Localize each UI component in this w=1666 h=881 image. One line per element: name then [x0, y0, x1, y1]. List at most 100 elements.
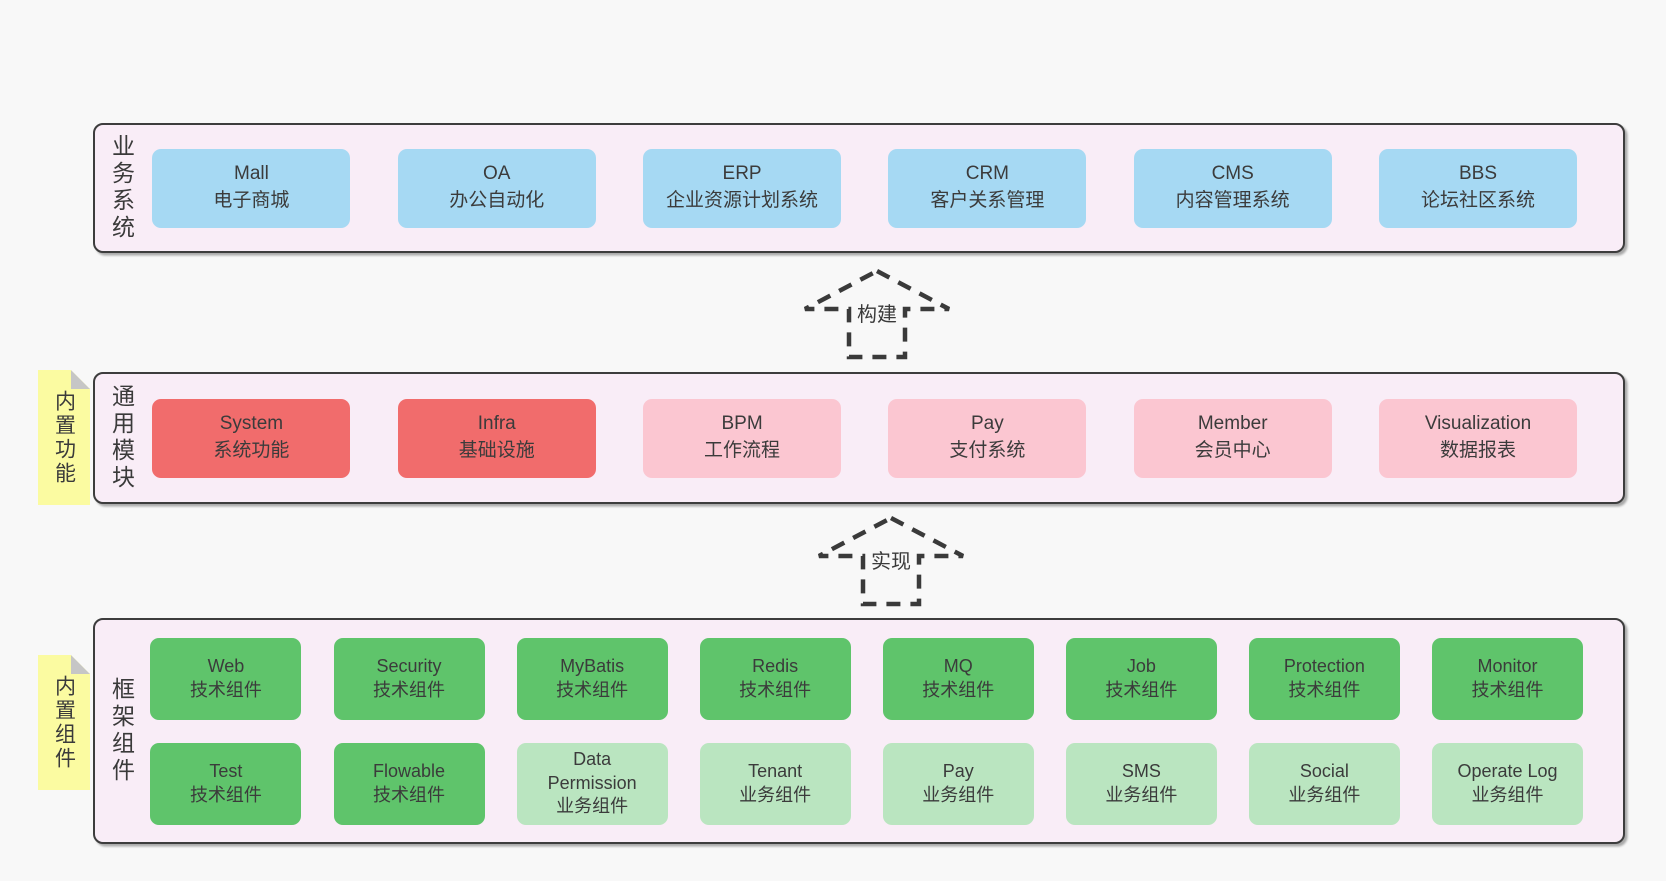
builtin-components-sticky-note: 内置组件 — [38, 655, 90, 790]
box-erp: ERP 企业资源计划系统 — [643, 148, 842, 228]
box-subtitle-zh: 系统功能 — [213, 440, 290, 461]
box-title-en: System — [219, 413, 284, 435]
box-title-en: Flowable — [372, 761, 446, 782]
sticky-note-text: 内置功能 — [52, 389, 76, 486]
box-title-en: OA — [483, 163, 511, 185]
builtin-features-sticky-note: 内置功能 — [38, 370, 90, 505]
box-tenant: Tenant 业务组件 — [699, 742, 851, 825]
box-subtitle-zh: 电子商城 — [213, 190, 290, 211]
box-mybatis: MyBatis 技术组件 — [516, 637, 668, 720]
framework-components-band: 框架组件 Web 技术组件 Security 技术组件 MyBatis 技术组件… — [93, 618, 1625, 844]
box-subtitle-zh: 技术组件 — [373, 784, 446, 805]
box-subtitle-zh: 业务组件 — [739, 784, 812, 805]
box-subtitle-zh: 支付系统 — [949, 440, 1026, 461]
box-bpm: BPM 工作流程 — [643, 398, 842, 478]
box-cms: CMS 内容管理系统 — [1133, 148, 1332, 228]
box-mall: Mall 电子商城 — [152, 148, 351, 228]
box-crm: CRM 客户关系管理 — [888, 148, 1087, 228]
box-subtitle-zh: 业务组件 — [1288, 784, 1361, 805]
box-infra: Infra 基础设施 — [397, 398, 596, 478]
box-system: System 系统功能 — [152, 398, 351, 478]
box-subtitle-zh: 技术组件 — [373, 679, 446, 700]
sticky-note-text: 内置组件 — [52, 674, 76, 771]
folded-corner-icon — [71, 370, 90, 389]
business-systems-band: 业务系统 Mall 电子商城 OA 办公自动化 ERP 企业资源计划系统 CRM… — [93, 123, 1625, 253]
build-arrow: 构建 — [797, 266, 957, 362]
implement-arrow-label: 实现 — [866, 544, 916, 575]
box-subtitle-zh: 工作流程 — [704, 440, 781, 461]
components-grid: Web 技术组件 Security 技术组件 MyBatis 技术组件 Redi… — [134, 637, 1623, 825]
common-modules-band: 通用模块 System 系统功能 Infra 基础设施 BPM 工作流程 Pay… — [93, 372, 1625, 504]
box-title-en: CMS — [1211, 163, 1254, 185]
box-title-en: Member — [1197, 413, 1268, 435]
box-title-en: Visualization — [1424, 413, 1532, 435]
box-title-en: Monitor — [1477, 656, 1538, 677]
box-sms: SMS 业务组件 — [1065, 742, 1217, 825]
box-title-en: Security — [376, 656, 442, 677]
box-subtitle-zh: 客户关系管理 — [930, 190, 1045, 211]
box-title-en: Job — [1126, 656, 1156, 677]
implement-arrow: 实现 — [811, 513, 971, 609]
box-protection: Protection 技术组件 — [1248, 637, 1400, 720]
box-title-en: Operate Log — [1457, 761, 1558, 782]
box-subtitle-zh: 技术组件 — [1105, 679, 1178, 700]
box-subtitle-zh: 会员中心 — [1194, 440, 1271, 461]
box-subtitle-zh: 技术组件 — [1471, 679, 1544, 700]
box-visualization: Visualization 数据报表 — [1379, 398, 1577, 478]
modules-box-row: System 系统功能 Infra 基础设施 BPM 工作流程 Pay 支付系统… — [134, 398, 1623, 478]
box-job: Job 技术组件 — [1065, 637, 1217, 720]
box-flowable: Flowable 技术组件 — [333, 742, 485, 825]
box-subtitle-zh: 企业资源计划系统 — [666, 190, 819, 211]
box-subtitle-zh: 论坛社区系统 — [1420, 190, 1535, 211]
box-subtitle-zh: 业务组件 — [922, 784, 995, 805]
box-pay-component: Pay 业务组件 — [882, 742, 1034, 825]
box-member: Member 会员中心 — [1133, 398, 1332, 478]
box-title-en: Test — [209, 761, 243, 782]
box-subtitle-zh: 技术组件 — [189, 784, 262, 805]
box-bbs: BBS 论坛社区系统 — [1379, 148, 1577, 228]
box-title-en: Social — [1299, 761, 1349, 782]
box-social: Social 业务组件 — [1248, 742, 1400, 825]
box-title-en: BPM — [721, 413, 763, 435]
box-security: Security 技术组件 — [333, 637, 485, 720]
box-data-permission: Data Permission 业务组件 — [516, 742, 668, 825]
box-subtitle-zh: 技术组件 — [739, 679, 812, 700]
box-pay-module: Pay 支付系统 — [888, 398, 1087, 478]
box-web: Web 技术组件 — [150, 637, 302, 720]
components-row-1: Web 技术组件 Security 技术组件 MyBatis 技术组件 Redi… — [134, 637, 1623, 720]
box-title-en: Pay — [942, 761, 974, 782]
box-title-en: Data Permission — [547, 749, 637, 793]
build-arrow-label: 构建 — [852, 297, 902, 328]
box-oa: OA 办公自动化 — [397, 148, 596, 228]
band-label-components: 框架组件 — [108, 677, 135, 785]
box-title-en: CRM — [965, 163, 1010, 185]
folded-corner-icon — [71, 655, 90, 674]
box-title-en: Mall — [234, 163, 269, 185]
box-operate-log: Operate Log 业务组件 — [1431, 742, 1583, 825]
box-subtitle-zh: 技术组件 — [922, 679, 995, 700]
box-title-en: SMS — [1121, 761, 1161, 782]
box-title-en: Redis — [752, 656, 799, 677]
box-title-en: Web — [207, 656, 245, 677]
box-subtitle-zh: 业务组件 — [1471, 784, 1544, 805]
band-label-modules: 通用模块 — [108, 384, 135, 492]
box-title-en: MQ — [943, 656, 973, 677]
box-title-en: Tenant — [748, 761, 803, 782]
box-test: Test 技术组件 — [150, 742, 302, 825]
box-subtitle-zh: 技术组件 — [189, 679, 262, 700]
box-title-en: BBS — [1458, 163, 1498, 185]
box-title-en: MyBatis — [560, 656, 625, 677]
box-subtitle-zh: 内容管理系统 — [1175, 190, 1290, 211]
box-subtitle-zh: 技术组件 — [1288, 679, 1361, 700]
box-title-en: ERP — [722, 163, 762, 185]
components-row-2: Test 技术组件 Flowable 技术组件 Data Permission … — [134, 742, 1623, 825]
box-title-en: Pay — [971, 413, 1004, 435]
box-subtitle-zh: 业务组件 — [1105, 784, 1178, 805]
band-label-business: 业务系统 — [108, 134, 135, 242]
box-subtitle-zh: 技术组件 — [556, 679, 629, 700]
box-title-en: Protection — [1283, 656, 1365, 677]
box-subtitle-zh: 办公自动化 — [449, 190, 545, 211]
box-title-en: Infra — [477, 413, 516, 435]
box-redis: Redis 技术组件 — [699, 637, 851, 720]
box-mq: MQ 技术组件 — [882, 637, 1034, 720]
